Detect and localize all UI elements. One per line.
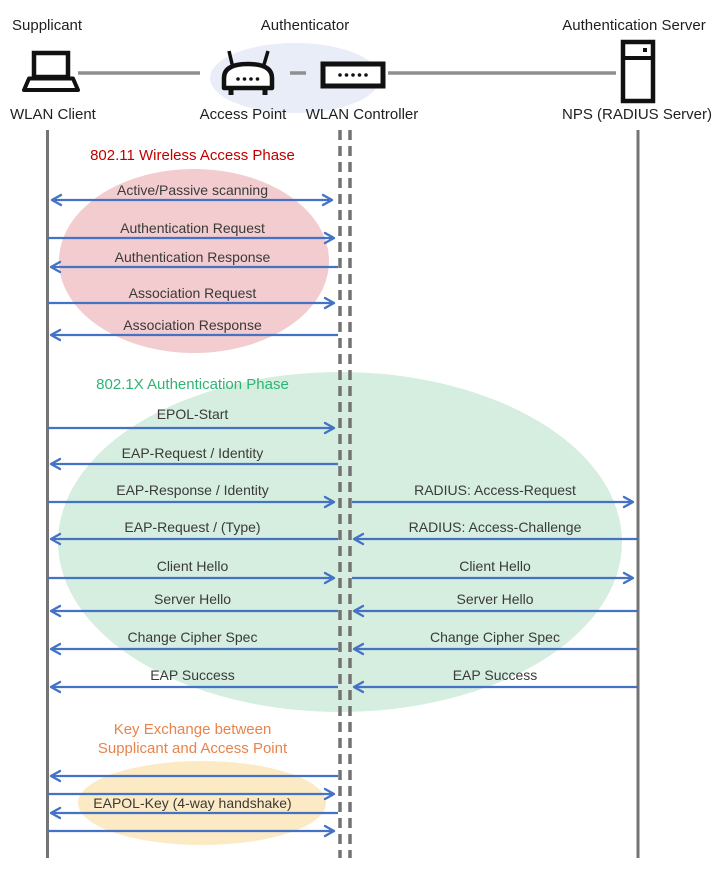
message-label: EAP Success [150,667,235,683]
device-label-access-point: Access Point [199,106,287,123]
phase-title-keyx-line1: Key Exchange between [113,721,272,738]
message-label: Change Cipher Spec [430,629,560,645]
message-label: Active/Passive scanning [117,182,268,198]
message-label: Association Request [128,285,257,301]
device-label-wlan-client: WLAN Client [10,106,96,123]
authenticator-group-ellipse [210,43,380,113]
device-label-wlan-controller: WLAN Controller [305,106,419,123]
message-label: Authentication Response [114,249,271,265]
message-label: Server Hello [456,591,534,607]
phase-title-keyx-line2: Supplicant and Access Point [97,740,288,757]
message-label: EAP Success [452,667,538,683]
message-label: Association Response [123,317,262,333]
phase-title-8021x: 802.1X Authentication Phase [96,376,289,393]
phase-keyx-ellipse [78,761,326,845]
message-label-eapol-key: EAPOL-Key (4-way handshake) [93,795,292,811]
message-label: RADIUS: Access-Challenge [408,519,582,535]
message-label: EAP-Request / Identity [121,445,264,461]
right-message-arrows [352,495,638,694]
role-label-authentication-server: Authentication Server [562,17,706,34]
role-label-authenticator: Authenticator [260,17,350,34]
message-label: EAP-Response / Identity [116,482,269,498]
server-tower-icon [620,39,656,104]
message-label: RADIUS: Access-Request [414,482,576,498]
device-label-nps-radius-server: NPS (RADIUS Server) [561,106,713,123]
message-label: Client Hello [459,558,531,574]
laptop-icon [22,50,80,92]
phase-title-80211: 802.11 Wireless Access Phase [90,147,295,164]
controller-box-icon [320,61,386,89]
wireless-router-icon [221,50,275,95]
message-label: Authentication Request [120,220,265,236]
role-label-supplicant: Supplicant [12,17,83,34]
phase-80211-ellipse [59,169,329,353]
message-label: Client Hello [156,558,229,574]
message-label: EAP-Request / (Type) [124,519,261,535]
left-message-arrows [48,193,338,838]
phase-8021x-ellipse [58,372,622,712]
message-label: Change Cipher Spec [127,629,258,645]
message-label: Server Hello [153,591,232,607]
message-label: EPOL-Start [156,406,229,422]
